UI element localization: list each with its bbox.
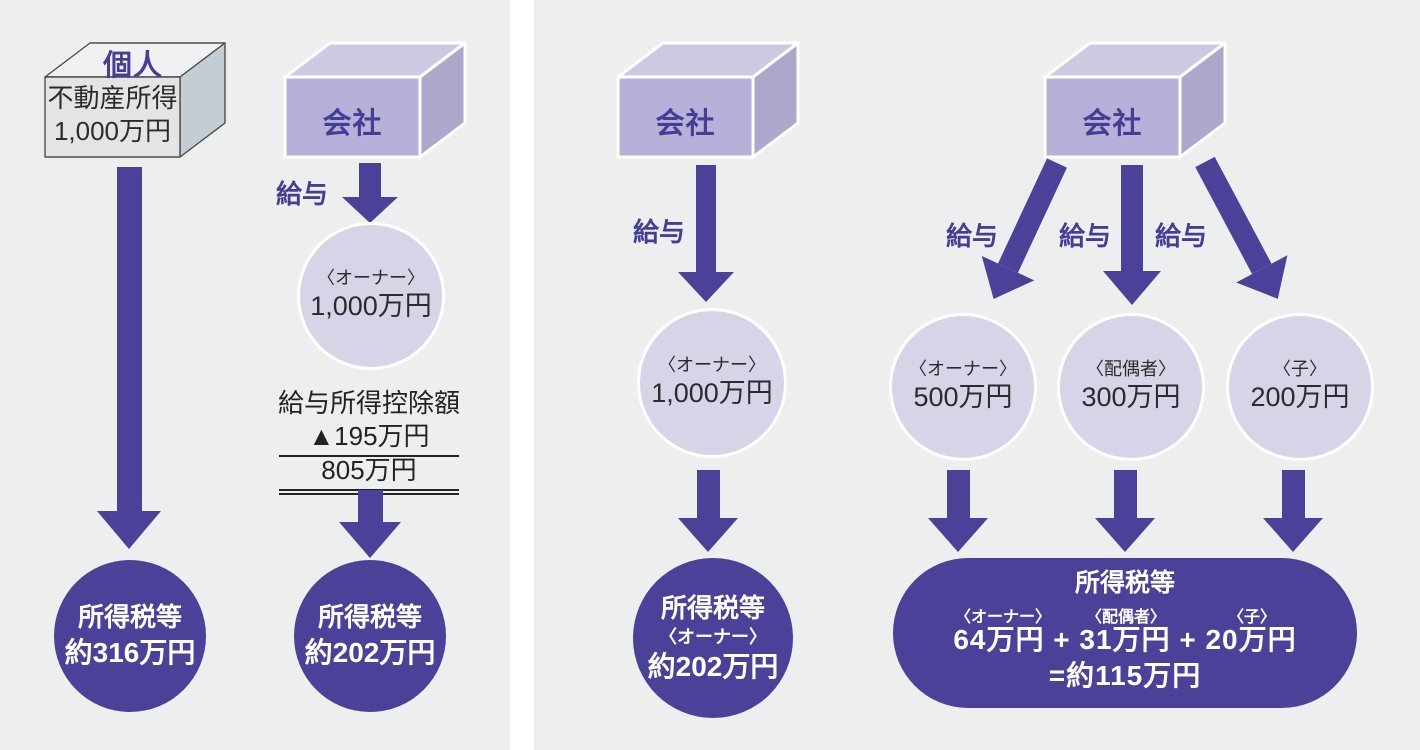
recipient-label: 〈配偶者〉 bbox=[1086, 359, 1176, 380]
down-arrow-icon bbox=[1095, 470, 1155, 552]
salary-label: 給与 bbox=[1059, 221, 1112, 251]
spouse-label: 〈配偶者〉 bbox=[1085, 609, 1167, 626]
individual-box-label: 個人 bbox=[102, 50, 163, 82]
recipient-amount: 500万円 bbox=[913, 381, 1013, 412]
individual-box-text: 不動産所得 1,000万円 bbox=[45, 82, 180, 147]
recipient-label: 〈オーナー〉 bbox=[909, 359, 1017, 380]
tax-title: 所得税等 bbox=[77, 602, 182, 633]
child-salary-circle: 〈子〉 200万円 bbox=[1226, 313, 1374, 461]
owner-label: 〈オーナー〉 bbox=[658, 355, 766, 376]
tax-total: =約115万円 bbox=[1048, 660, 1202, 691]
company-box-3d bbox=[616, 41, 800, 159]
individual-income-type: 不動産所得 bbox=[47, 83, 178, 113]
company-box-3d bbox=[283, 41, 467, 159]
recipient-amount: 200万円 bbox=[1250, 381, 1350, 412]
down-arrow-icon bbox=[342, 163, 398, 223]
recipient-amount: 300万円 bbox=[1081, 381, 1181, 412]
spouse-salary-circle: 〈配偶者〉 300万円 bbox=[1057, 313, 1205, 461]
down-arrow-icon bbox=[97, 167, 161, 549]
company-box-label: 会社 bbox=[655, 108, 716, 140]
down-arrow-icon bbox=[1103, 165, 1161, 305]
tax-title: 所得税等 bbox=[317, 602, 422, 633]
tax-amount: 約202万円 bbox=[304, 637, 436, 669]
individual-tax-circle: 所得税等 約316万円 bbox=[54, 560, 206, 712]
company-box-label: 会社 bbox=[322, 108, 383, 140]
individual-box-3d bbox=[44, 42, 226, 158]
deduction-title: 給与所得控除額 bbox=[277, 388, 460, 418]
company-box-label: 会社 bbox=[1082, 108, 1143, 140]
owner-amount: 1,000万円 bbox=[651, 377, 773, 408]
tax-equation: 64万円 + 31万円 + 20万円 bbox=[953, 624, 1297, 655]
single-salary-tax-circle: 所得税等 〈オーナー〉 約202万円 bbox=[633, 558, 793, 718]
salary-label: 給与 bbox=[276, 179, 329, 209]
individual-income-amount: 1,000万円 bbox=[53, 115, 172, 146]
child-label: 〈子〉 bbox=[1227, 609, 1277, 626]
owner-label: 〈オーナー〉 bbox=[954, 609, 1052, 626]
owner-salary-circle: 〈オーナー〉 1,000万円 bbox=[297, 222, 445, 370]
owner-amount: 1,000万円 bbox=[310, 290, 432, 321]
down-arrow-icon bbox=[928, 470, 988, 552]
company-box-3d bbox=[1043, 41, 1227, 159]
company-tax-circle: 所得税等 約202万円 bbox=[294, 560, 446, 712]
tax-title: 所得税等 bbox=[1074, 569, 1175, 597]
down-arrow-icon bbox=[1263, 470, 1323, 552]
deduction-amount: ▲195万円 bbox=[279, 416, 459, 457]
owner-salary-circle: 〈オーナー〉 1,000万円 bbox=[637, 308, 787, 458]
tax-title: 所得税等 bbox=[660, 592, 765, 623]
down-arrow-icon bbox=[339, 490, 401, 558]
salary-label: 給与 bbox=[633, 217, 686, 247]
salary-label: 給与 bbox=[1155, 221, 1208, 251]
owner-salary-circle: 〈オーナー〉 500万円 bbox=[889, 313, 1037, 461]
owner-label: 〈オーナー〉 bbox=[317, 268, 425, 289]
net-amount: 805万円 bbox=[279, 450, 459, 495]
salary-label: 給与 bbox=[946, 221, 999, 251]
tax-owner-label: 〈オーナー〉 bbox=[659, 626, 767, 647]
tax-amount: 約316万円 bbox=[64, 637, 196, 669]
split-salary-tax-pill: 所得税等 〈オーナー〉 〈配偶者〉 〈子〉 64万円 + 31万円 + 20万円… bbox=[893, 558, 1357, 708]
recipient-label: 〈子〉 bbox=[1273, 359, 1327, 380]
tax-amount: 約202万円 bbox=[647, 651, 779, 683]
tax-recipient-labels: 〈オーナー〉 〈配偶者〉 〈子〉 bbox=[893, 603, 1357, 626]
down-arrow-icon bbox=[678, 165, 734, 302]
down-arrow-icon bbox=[678, 470, 738, 552]
